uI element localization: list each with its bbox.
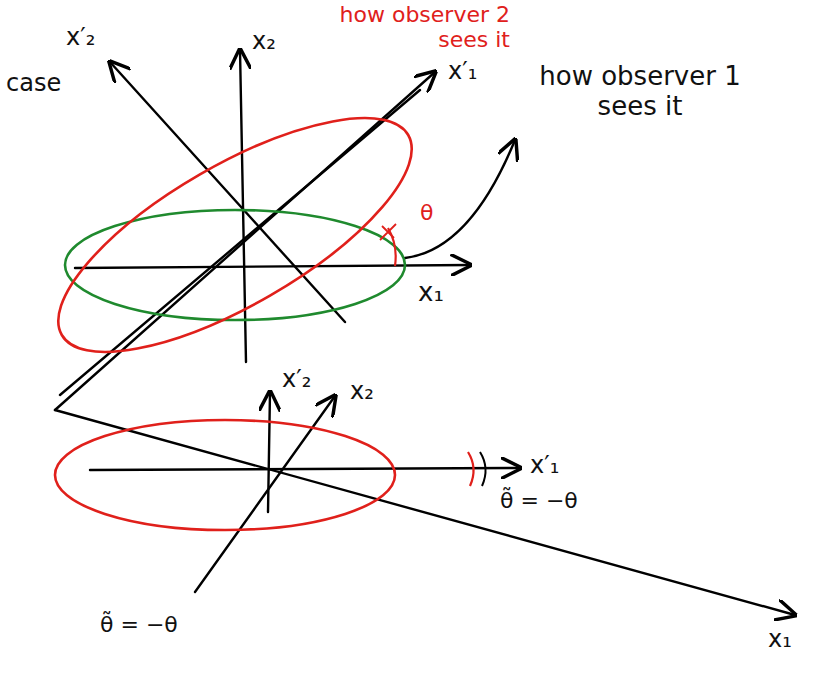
axis-label: x′₁	[448, 58, 477, 86]
angle-mark	[380, 224, 396, 240]
axis-label: x₂	[350, 378, 374, 406]
green-ellipse	[65, 210, 405, 320]
axis-label: x′₂	[282, 366, 311, 394]
axis-label: x′₁	[530, 452, 559, 480]
x1-axis-lower	[55, 410, 795, 615]
observer-note: how observer 2 sees it	[300, 2, 510, 53]
axis-label: x₁	[418, 278, 444, 308]
angle-arc-lower-black	[480, 452, 486, 486]
red-ellipse-lower	[55, 420, 395, 530]
observer-note: how observer 1 sees it	[530, 62, 750, 122]
axis-label: x₂	[252, 28, 276, 56]
x2-prime-axis-lower	[268, 392, 270, 512]
x1-prime-axis-stroke	[60, 90, 420, 395]
case-note: case	[6, 70, 61, 98]
x2-axis	[240, 50, 246, 362]
axis-label: x₁	[768, 626, 792, 654]
x1-axis	[75, 265, 470, 268]
x1-prime-axis-lower	[90, 468, 520, 470]
pointer-arrow	[405, 140, 515, 258]
angle-label: θ	[420, 200, 433, 225]
x1-prime-axis	[55, 72, 435, 410]
angle-label: θ̃ = −θ	[500, 488, 578, 513]
red-ellipse	[27, 74, 443, 395]
x2-axis-lower	[195, 396, 335, 592]
angle-arc-lower	[468, 452, 474, 486]
axis-label: x′₂	[66, 24, 95, 52]
x2-prime-axis	[110, 62, 345, 322]
angle-label: θ̃ = −θ	[100, 612, 178, 637]
